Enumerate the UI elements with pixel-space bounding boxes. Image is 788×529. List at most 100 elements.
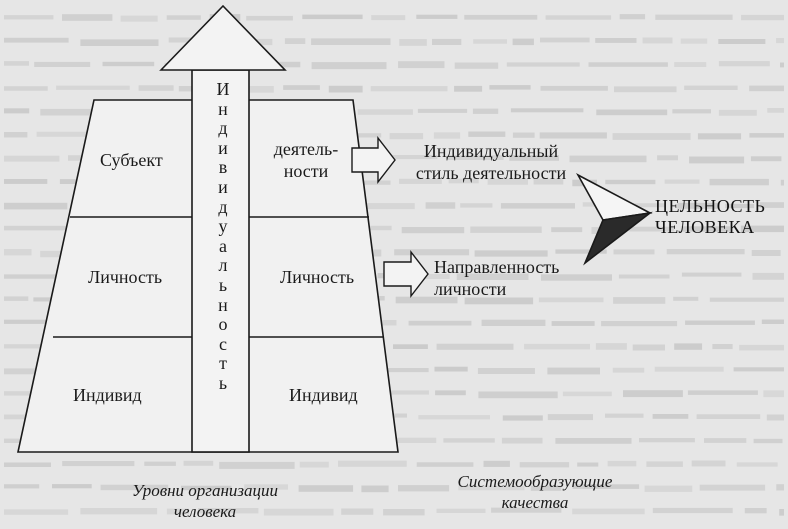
show-through-line — [138, 85, 174, 91]
show-through-line — [712, 344, 733, 350]
output-activity-style: Индивидуальный стиль деятельности — [396, 140, 586, 184]
show-through-line — [394, 249, 470, 256]
show-through-line — [398, 61, 445, 69]
show-through-line — [425, 202, 456, 209]
show-through-line — [464, 297, 534, 305]
show-through-line — [4, 61, 29, 66]
level-subject: Субъект — [100, 150, 163, 170]
show-through-line — [100, 484, 169, 491]
show-through-line — [655, 14, 733, 20]
show-through-line — [680, 226, 731, 232]
level-activity-line-2: ности — [283, 161, 329, 181]
show-through-line — [40, 108, 116, 116]
show-through-line — [601, 321, 678, 327]
show-through-line — [605, 413, 644, 418]
show-through-line — [628, 203, 665, 208]
individuality-letter: в — [218, 157, 228, 178]
show-through-line — [357, 155, 438, 160]
show-through-line — [664, 179, 700, 184]
show-through-line — [468, 131, 506, 137]
show-through-line — [562, 391, 612, 397]
show-through-line — [120, 15, 158, 22]
show-through-line — [657, 155, 678, 161]
show-through-line — [644, 485, 693, 492]
show-through-line — [4, 414, 33, 420]
show-through-line — [448, 178, 479, 184]
show-through-line — [491, 507, 562, 513]
show-through-line — [389, 133, 424, 140]
show-through-line — [102, 61, 155, 67]
show-through-line — [545, 15, 612, 20]
output-orientation: Направленность личности — [434, 256, 559, 300]
show-through-line — [750, 156, 782, 162]
show-through-line — [370, 86, 448, 92]
show-through-line — [56, 85, 130, 90]
show-through-line — [709, 297, 784, 302]
show-through-line — [399, 39, 427, 46]
show-through-line — [473, 39, 507, 44]
output-orientation-line-1: Направленность — [434, 257, 560, 277]
wholeness-arrow-lower — [583, 211, 653, 266]
show-through-line — [736, 462, 778, 467]
show-through-line — [689, 156, 745, 164]
show-through-line — [80, 508, 158, 515]
show-through-line — [718, 61, 770, 67]
show-through-line — [360, 368, 429, 373]
show-through-line — [512, 38, 534, 46]
show-through-line — [4, 37, 69, 43]
show-through-line — [577, 462, 599, 467]
show-through-line — [510, 108, 584, 113]
show-through-line — [178, 86, 203, 92]
show-through-line — [632, 344, 665, 351]
upward-arrow-head — [159, 4, 287, 71]
show-through-line — [393, 344, 428, 349]
individuality-letter: д — [218, 118, 228, 139]
show-through-line — [481, 319, 546, 326]
show-through-line — [614, 86, 677, 93]
show-through-line — [483, 460, 510, 467]
show-through-line — [52, 484, 92, 489]
show-through-line — [740, 225, 784, 233]
show-through-line — [302, 14, 363, 20]
show-through-line — [436, 508, 486, 513]
show-through-line — [752, 272, 784, 280]
show-through-line — [421, 274, 450, 279]
show-through-line — [4, 484, 40, 489]
show-through-line — [547, 367, 600, 375]
show-through-line — [181, 485, 232, 491]
show-through-line — [704, 438, 747, 443]
show-through-line — [166, 15, 201, 20]
show-through-line — [311, 38, 391, 45]
show-through-line — [687, 390, 758, 395]
show-through-line — [739, 344, 784, 351]
show-through-line — [388, 437, 437, 443]
wholeness-arrow-upper — [575, 173, 653, 221]
show-through-line — [374, 390, 429, 395]
show-through-line — [780, 62, 784, 68]
show-through-line — [652, 507, 733, 514]
show-through-line — [489, 85, 531, 90]
show-through-line — [744, 508, 767, 514]
show-through-line — [219, 461, 295, 469]
individuality-letter: д — [218, 196, 228, 217]
show-through-line — [642, 37, 673, 44]
show-through-line — [246, 86, 274, 93]
show-through-line — [646, 461, 683, 467]
show-through-line — [472, 108, 499, 114]
individuality-letter: у — [218, 216, 228, 237]
show-through-line — [470, 226, 542, 233]
level-personality-right: Личность — [280, 267, 355, 287]
show-through-line — [680, 38, 708, 44]
show-through-line — [263, 508, 334, 516]
show-through-line — [685, 320, 755, 325]
show-through-line — [4, 225, 80, 231]
output-activity-style-line-2: стиль деятельности — [415, 163, 567, 183]
caption-levels-line-1: Уровни организации — [131, 481, 279, 500]
show-through-line — [4, 274, 63, 279]
show-through-line — [547, 414, 593, 421]
individuality-letter: ь — [218, 274, 228, 295]
show-through-line — [501, 437, 543, 444]
individuality-letter: ь — [218, 372, 228, 393]
show-through-line — [418, 415, 490, 420]
